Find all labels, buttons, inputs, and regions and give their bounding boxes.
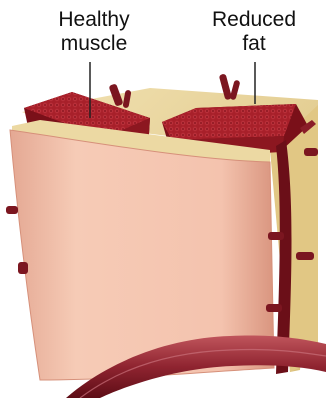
healthy-muscle-label-line2: muscle bbox=[48, 32, 140, 56]
healthy-muscle-label: Healthy muscle bbox=[48, 8, 140, 56]
reduced-fat-label-line1: Reduced bbox=[206, 8, 302, 32]
reduced-fat-label-line2: fat bbox=[206, 32, 302, 56]
healthy-muscle-label-line1: Healthy bbox=[48, 8, 140, 32]
reduced-fat-label: Reduced fat bbox=[206, 8, 302, 56]
